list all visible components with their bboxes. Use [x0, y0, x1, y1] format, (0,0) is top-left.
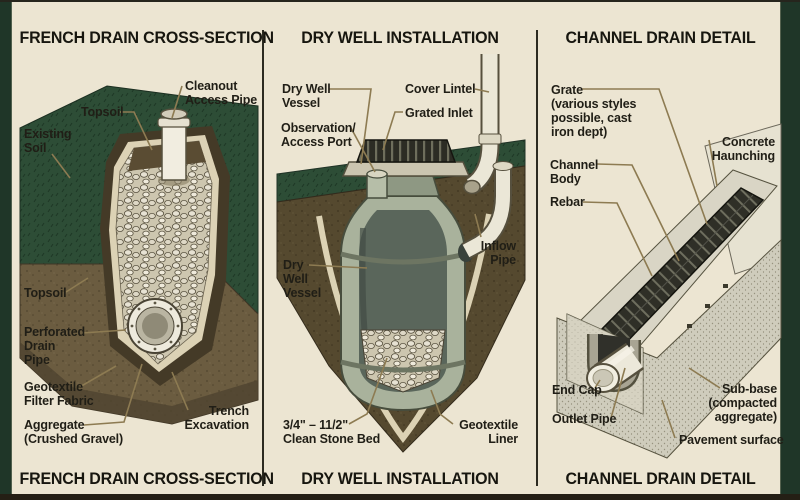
grate [595, 187, 765, 351]
panel-footer: DRY WELL INSTALLATION [301, 469, 499, 488]
label-observation-access-port: Observation/ Access Port [281, 121, 356, 150]
bottom-border [0, 494, 800, 500]
sub-base-aggregate [556, 238, 782, 459]
panel-french-drain: FRENCH DRAIN CROSS-SECTION [12, 28, 275, 492]
label-dry-well-vessel-mid: Dry Well Vessel [283, 258, 322, 301]
inflow-pipe [458, 161, 514, 262]
label-grate: Grate (various styles possible, cast iro… [551, 83, 637, 140]
dry-well-vessel [340, 139, 471, 412]
label-aggregate: Aggregate (Crushed Gravel) [24, 418, 124, 447]
label-geotextile-filter-fabric: Geotextile Filter Fabric [24, 380, 94, 409]
channel-drain-illustration [556, 88, 782, 459]
panel-title: CHANNEL DRAIN DETAIL [565, 28, 756, 47]
cover-lintel-frame [341, 161, 471, 177]
label-perforated-drain-pipe: Perforated Drain Pipe [24, 325, 86, 368]
dry-well-illustration [276, 54, 526, 453]
grated-inlet [355, 139, 457, 163]
panel-footer: FRENCH DRAIN CROSS-SECTION [19, 469, 275, 488]
label-dry-well-vessel-top: Dry Well Vessel [282, 82, 331, 111]
label-trench-excavation: Trench Excavation [184, 404, 249, 433]
geotextile-liner [316, 213, 492, 443]
label-end-cap: End Cap [552, 383, 602, 397]
label-grated-inlet: Grated Inlet [405, 106, 473, 120]
observation-access-port [366, 169, 388, 199]
label-inflow-pipe: Inflow Pipe [480, 239, 516, 268]
label-cover-lintel: Cover Lintel [405, 82, 476, 96]
cleanout-pipe [157, 108, 191, 186]
rebar [687, 284, 728, 328]
label-concrete-haunching: Concrete Haunching [711, 135, 775, 164]
top-border [0, 0, 800, 2]
french-drain-illustration [19, 85, 259, 426]
panel-dry-well: DRY WELL INSTALLATION [263, 28, 537, 492]
panel-divider-2 [536, 30, 538, 486]
label-geotextile-liner: Geotextile Liner [459, 418, 518, 447]
label-channel-body: Channel Body [550, 158, 599, 187]
left-green-band [0, 0, 12, 500]
clean-stone-bed [360, 329, 446, 393]
label-rebar: Rebar [550, 195, 585, 209]
leader-lines [582, 88, 721, 439]
panel-divider-1 [262, 30, 264, 486]
label-outlet-pipe: Outlet Pipe [552, 412, 617, 426]
label-sub-base: Sub-base (compacted aggregate) [708, 382, 777, 425]
downspout-pipe [463, 54, 502, 195]
label-existing-soil: Existing Soil [24, 127, 72, 156]
perforated-drain-pipe [127, 298, 183, 354]
panel-footer: CHANNEL DRAIN DETAIL [565, 469, 756, 488]
panel-title: FRENCH DRAIN CROSS-SECTION [19, 28, 275, 47]
panel-channel-drain: CHANNEL DRAIN DETAIL [537, 28, 784, 492]
label-topsoil-top: Topsoil [81, 105, 124, 119]
label-pavement-surface: Pavement surface [679, 433, 784, 447]
label-topsoil-bottom: Topsoil [24, 286, 67, 300]
leader-lines [51, 85, 189, 426]
leader-lines [308, 88, 490, 425]
label-clean-stone-bed: 3/4" – 11/2" Clean Stone Bed [283, 418, 381, 447]
panel-title: DRY WELL INSTALLATION [301, 28, 499, 47]
outlet-pipe [586, 342, 645, 393]
label-cleanout-access-pipe: Cleanout Access Pipe [185, 79, 258, 108]
